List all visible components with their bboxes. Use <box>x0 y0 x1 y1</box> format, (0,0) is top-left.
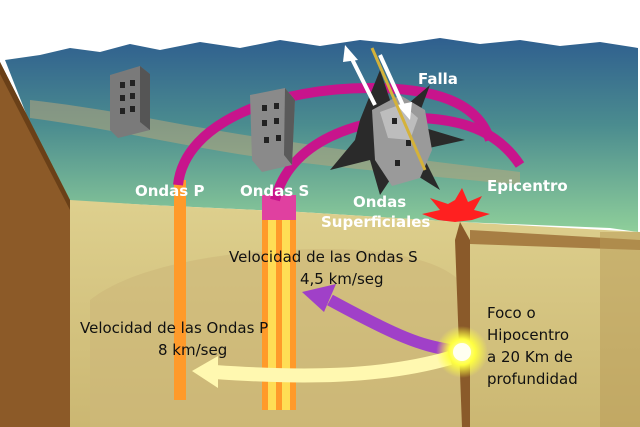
label-ondas: Ondas <box>353 193 406 211</box>
epicenter-burst-icon <box>422 188 490 222</box>
label-superficiales: Superficiales <box>321 213 430 231</box>
label-vel-s-2: 4,5 km/seg <box>300 270 384 288</box>
label-vel-s-1: Velocidad de las Ondas S <box>229 248 418 266</box>
label-vel-p-2: 8 km/seg <box>158 341 227 359</box>
block-left-side <box>0 62 70 427</box>
surface-wave-arc-outer <box>173 82 495 186</box>
label-epicentro: Epicentro <box>487 177 568 195</box>
label-foco-2: Hipocentro <box>487 326 569 344</box>
label-foco-1: Foco o <box>487 304 536 322</box>
label-ondas-p: Ondas P <box>135 182 204 200</box>
label-falla: Falla <box>418 70 458 88</box>
label-foco-4: profundidad <box>487 370 578 388</box>
ground-surface <box>5 38 638 232</box>
label-ondas-s: Ondas S <box>240 182 309 200</box>
p-wave-arrow <box>214 351 452 383</box>
fault-arrows-icon <box>343 45 427 171</box>
label-vel-p-1: Velocidad de las Ondas P <box>80 319 268 337</box>
building-1-icon <box>110 66 150 138</box>
label-foco-3: a 20 Km de <box>487 348 573 366</box>
building-2-icon <box>250 88 295 172</box>
